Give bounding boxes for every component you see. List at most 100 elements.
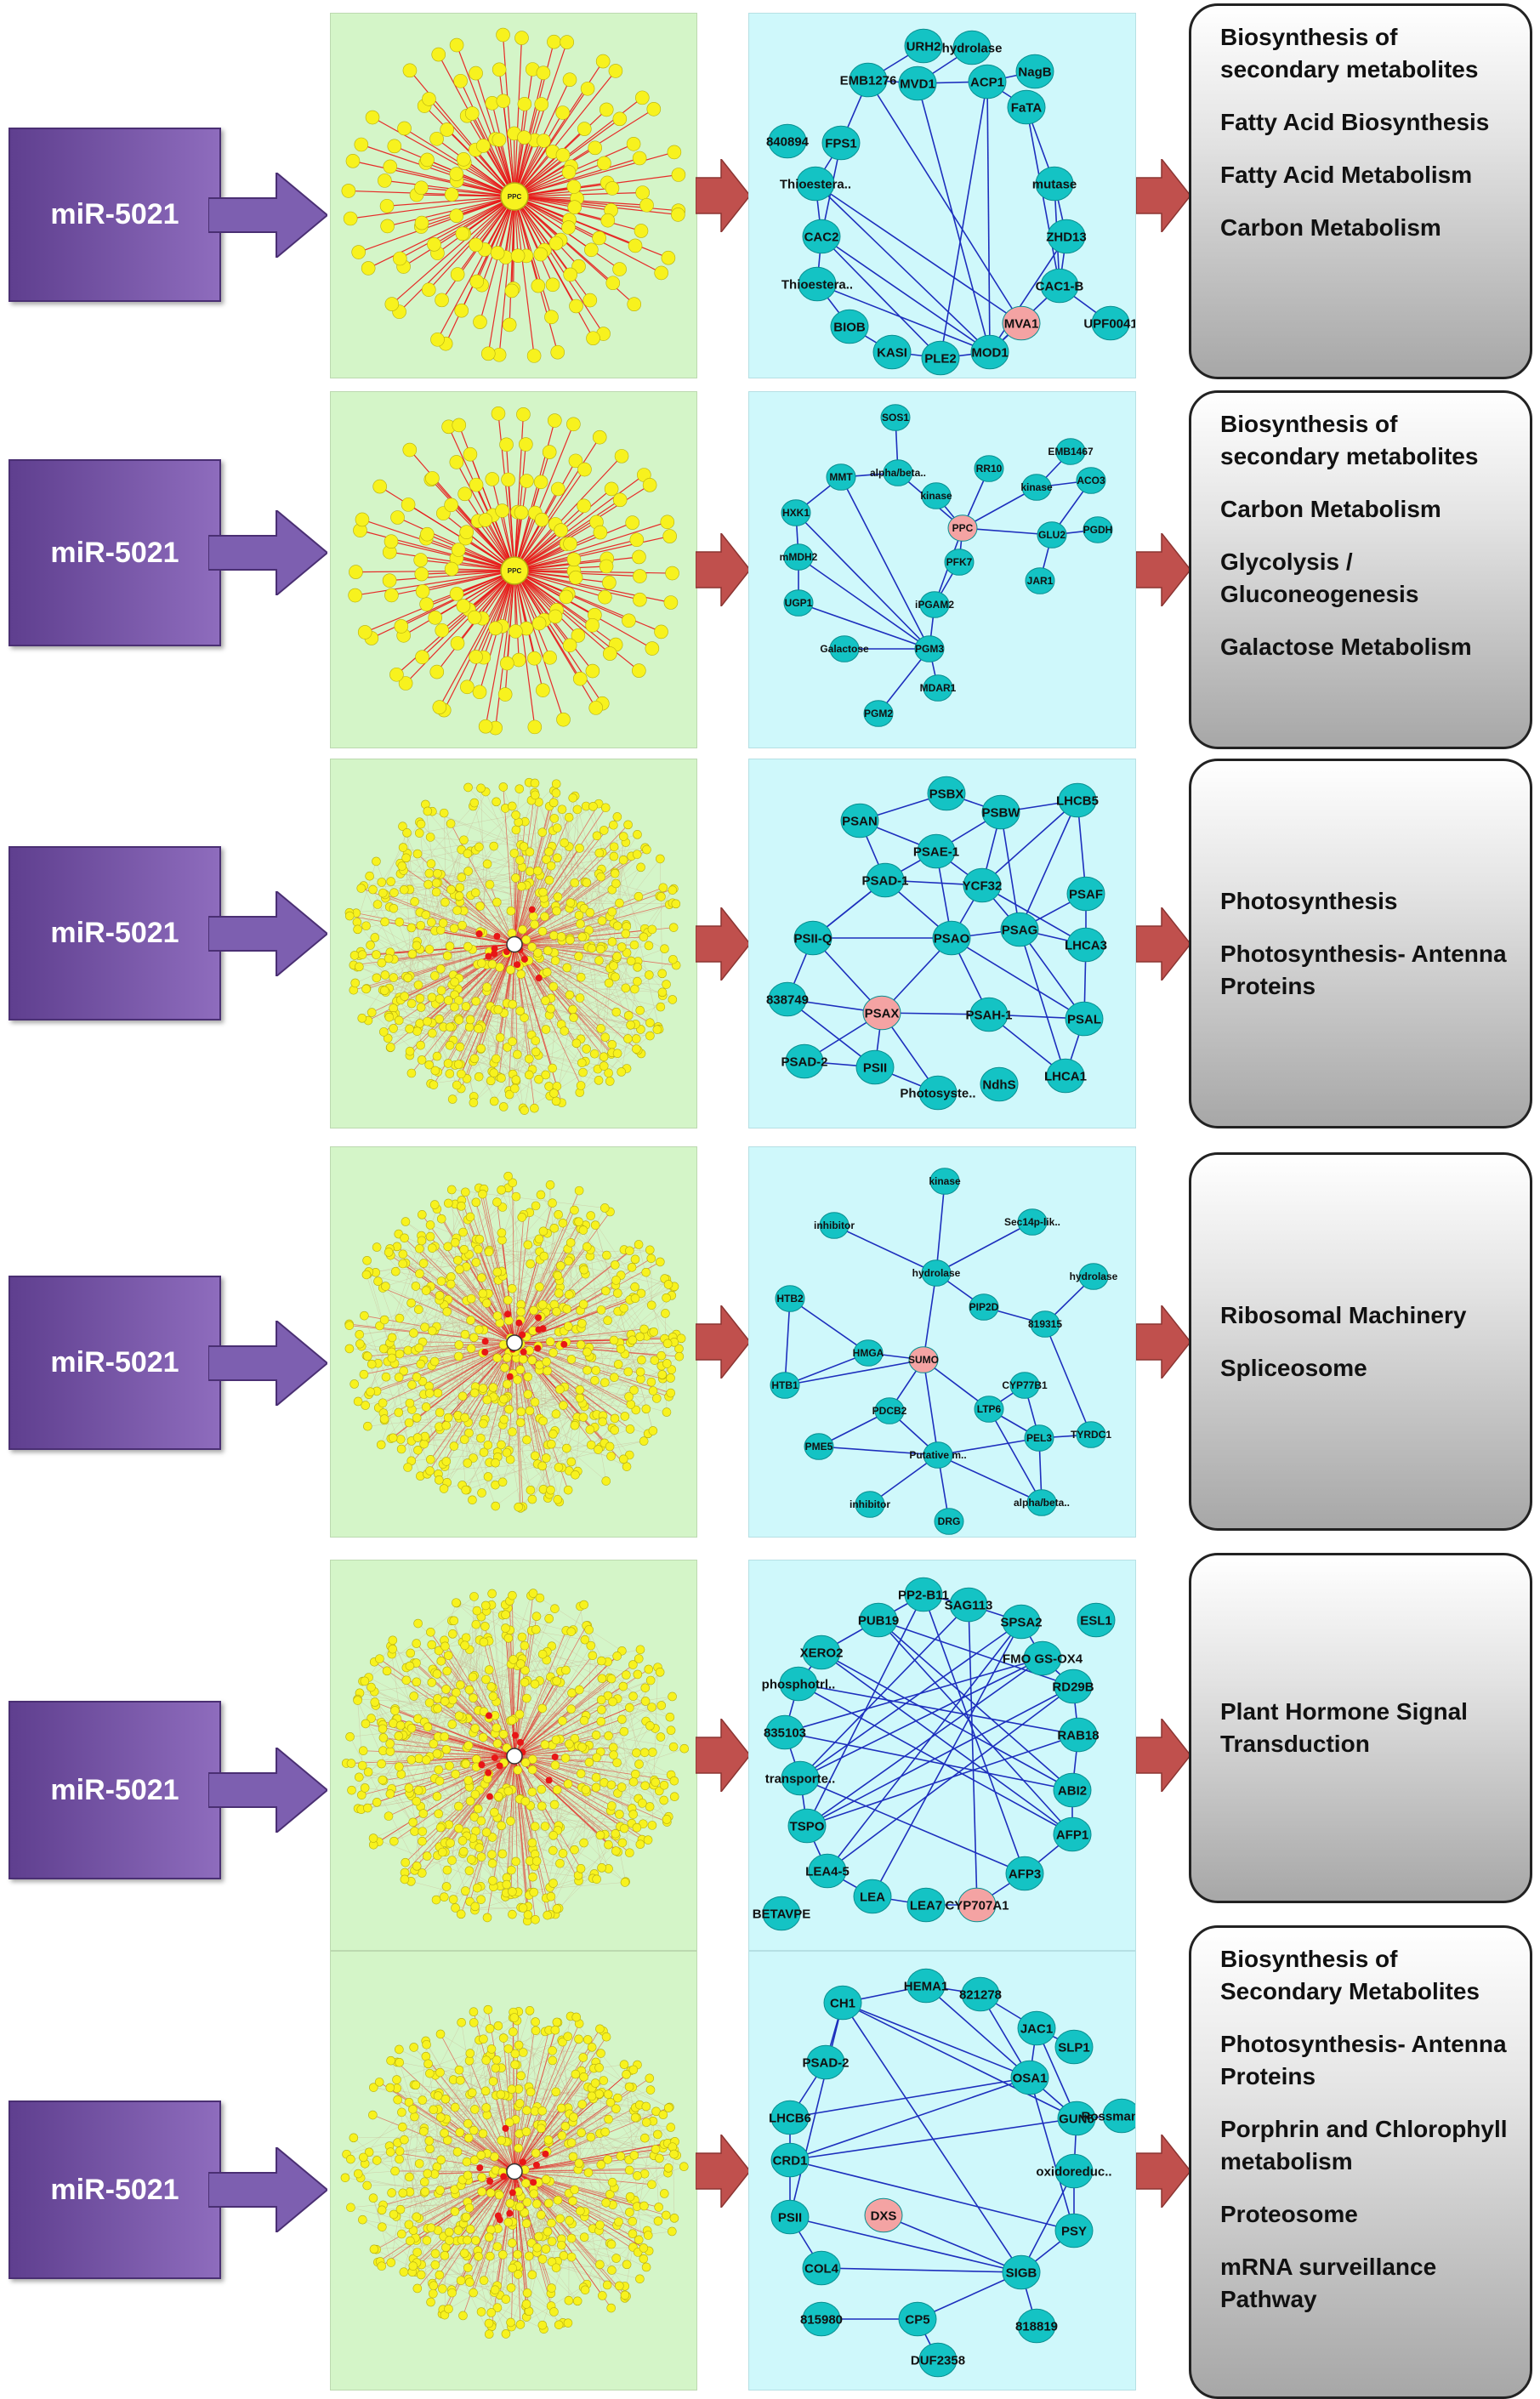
full-network-nodes — [341, 1589, 690, 1926]
pathway-spacer — [1220, 139, 1513, 159]
mirna-box: miR-5021 — [9, 846, 221, 1020]
gene-node-label: JAR1 — [1027, 575, 1054, 587]
red-arrow-icon — [696, 1305, 750, 1379]
gene-node-label: PSBW — [982, 805, 1021, 820]
gene-node: TSPO — [787, 1808, 827, 1844]
pathway-item: Photosynthesis — [1220, 887, 1398, 914]
gene-node: PME5 — [804, 1433, 834, 1460]
gene-node-label: HTB2 — [776, 1293, 804, 1305]
pathway-box: Plant Hormone Signal Transduction — [1189, 1553, 1532, 1903]
gene-node-label: SAG113 — [945, 1598, 993, 1612]
gene-node: NdhS — [980, 1066, 1019, 1102]
gene-node: JAC1 — [1017, 2010, 1056, 2046]
gene-node: PP2-B11 — [898, 1577, 949, 1612]
gene-node: inhibitor — [814, 1212, 855, 1239]
gene-node: oxidoreduc.. — [1036, 2153, 1112, 2189]
gene-node-label: OSA1 — [1013, 2071, 1048, 2085]
mirna-box: miR-5021 — [9, 1276, 221, 1450]
pathway-spacer — [1220, 2231, 1513, 2251]
gene-node: HMGA — [853, 1339, 884, 1367]
gene-node: Putative m.. — [909, 1441, 967, 1469]
gene-node-label: PLE2 — [924, 351, 957, 366]
gene-node: hydrolase — [1070, 1263, 1118, 1290]
gene-node: HTB1 — [770, 1372, 800, 1399]
gene-node: 835103 — [764, 1714, 806, 1750]
hub-node — [506, 1334, 523, 1351]
gene-node-label: kinase — [1020, 481, 1053, 493]
gene-node-label: FMO GS-OX4 — [1003, 1651, 1083, 1666]
gene-node-label: CH1 — [830, 1996, 855, 2010]
gene-node-label: Putative m.. — [909, 1449, 966, 1461]
gene-node: HEMA1 — [904, 1968, 949, 2004]
gene-node: EMB1276 — [840, 62, 896, 98]
red-arrow-icon — [696, 159, 750, 232]
gene-node: 821278 — [959, 1976, 1002, 2012]
gene-node-label: PP2-B11 — [898, 1588, 949, 1602]
gene-node: EMB1467 — [1048, 438, 1094, 465]
gene-node: PLE2 — [921, 340, 960, 376]
gene-node: PUB19 — [858, 1602, 899, 1638]
gene-node-label: Thioestera.. — [781, 277, 853, 292]
pathway-item: Proteosome — [1220, 2201, 1358, 2227]
gene-node-label: mutase — [1032, 177, 1077, 191]
gene-node-label: 840894 — [766, 134, 810, 149]
gene-node: LEA4-5 — [805, 1853, 850, 1889]
gene-node: 818819 — [1015, 2308, 1058, 2344]
gene-node-label: RD29B — [1052, 1680, 1094, 1694]
mirna-box: miR-5021 — [9, 1701, 221, 1879]
gene-node: AFP1 — [1053, 1816, 1092, 1852]
purple-arrow-icon — [208, 890, 327, 976]
hub-node-label: PPC — [508, 567, 522, 575]
gene-node-label: NagB — [1018, 65, 1051, 79]
gene-node: LHCA1 — [1044, 1058, 1087, 1094]
gene-node: PSII-Q — [793, 920, 833, 956]
pathway-spacer — [1220, 473, 1513, 493]
pathway-item: Spliceosome — [1220, 1354, 1367, 1381]
gene-node: mutase — [1032, 166, 1077, 202]
gene-node-label: HEMA1 — [904, 1979, 949, 1993]
gene-node: MDAR1 — [920, 674, 957, 702]
gene-node-label: URH2 — [906, 39, 941, 54]
pathway-spacer — [1220, 611, 1513, 631]
full-network-panel — [330, 759, 697, 1128]
gene-node-label: FPS1 — [825, 136, 857, 151]
gene-node: PSY — [1054, 2213, 1094, 2248]
gene-node: PGM3 — [914, 635, 945, 662]
mirna-label: miR-5021 — [50, 1773, 179, 1806]
full-network-edges — [349, 1176, 682, 1509]
gene-node: Sec14p-lik.. — [1004, 1208, 1060, 1236]
gene-node: kinase — [920, 482, 952, 509]
gene-node: RD29B — [1052, 1668, 1094, 1704]
pathway-item: Fatty Acid Metabolism — [1220, 162, 1473, 188]
gene-node-label: transporte.. — [765, 1771, 836, 1786]
gene-node: RR10 — [974, 455, 1004, 482]
gene-node: PSAN — [840, 803, 879, 839]
gene-node-label: PGDH — [1083, 524, 1113, 536]
pathway-spacer — [1220, 526, 1513, 546]
gene-node: PSBW — [981, 794, 1021, 830]
gene-node-label: PSAH-1 — [965, 1008, 1012, 1022]
gene-node: Rossmann-f.. — [1081, 2098, 1135, 2134]
gene-node: PSBX — [927, 776, 966, 811]
gene-node: PDCB2 — [872, 1397, 907, 1424]
gene-node-label: PSY — [1061, 2224, 1087, 2238]
gene-node: CAC2 — [802, 219, 841, 254]
gene-node: GLU2 — [1037, 521, 1067, 549]
target-gene-node: DXS — [864, 2197, 903, 2233]
target-gene-node: MVA1 — [1002, 305, 1041, 341]
gene-node-label: DXS — [871, 2209, 897, 2223]
hub-node — [506, 2163, 523, 2180]
gene-node-label: ESL1 — [1080, 1613, 1112, 1628]
full-network-nodes — [341, 27, 686, 363]
gene-node-label: PSAF — [1069, 887, 1103, 901]
gene-node: HTB2 — [775, 1285, 805, 1312]
gene-node-label: FaTA — [1011, 100, 1043, 115]
gene-node-label: ACP1 — [970, 75, 1004, 89]
mirna-box: miR-5021 — [9, 2101, 221, 2279]
gene-node-label: kinase — [920, 490, 952, 502]
